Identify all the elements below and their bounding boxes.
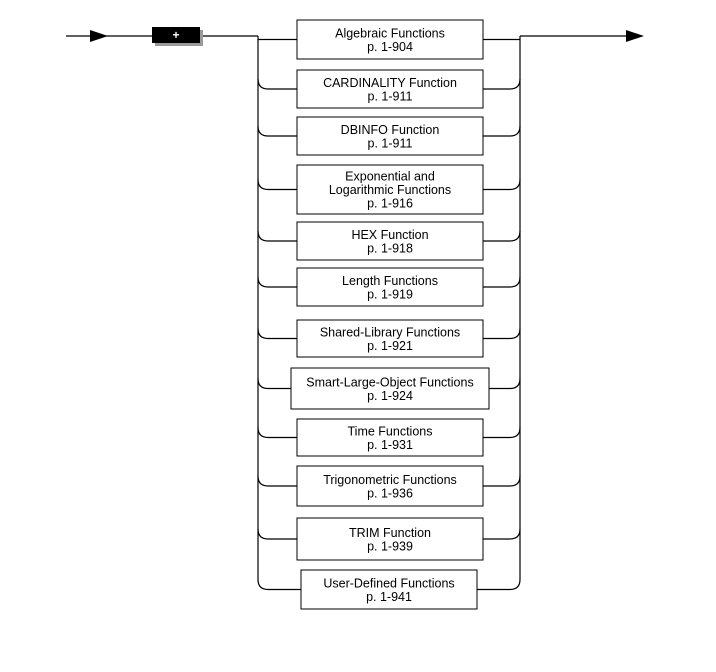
option-box-frame xyxy=(296,517,484,561)
option-box-frame xyxy=(296,69,484,109)
option-page-ref: p. 1-921 xyxy=(367,339,413,353)
branch-connector-right xyxy=(483,427,521,439)
entry-badge-label: + xyxy=(172,28,179,42)
option-page-ref: p. 1-919 xyxy=(367,287,413,301)
branch-connector-left xyxy=(257,475,297,487)
branch-connector-right xyxy=(483,230,521,242)
option-page-ref: p. 1-904 xyxy=(367,40,413,54)
branch-connector-left xyxy=(257,78,297,90)
option-label: Exponential and xyxy=(345,170,435,184)
option-page-ref: p. 1-931 xyxy=(367,438,413,452)
option-box-frame xyxy=(296,221,484,261)
option-label: Smart-Large-Object Functions xyxy=(306,375,473,389)
option-page-ref: p. 1-911 xyxy=(368,89,413,103)
option-box-frame xyxy=(290,367,490,410)
exit-arrow-icon xyxy=(626,30,644,42)
branch-connector-right xyxy=(483,328,521,340)
branch-connector-left xyxy=(257,125,297,137)
option-page-ref: p. 1-918 xyxy=(367,241,413,255)
branch-connector-left xyxy=(257,427,297,439)
entry-badge: + xyxy=(152,27,203,46)
option-label: Length Functions xyxy=(342,274,438,288)
option-box-frame xyxy=(296,319,484,358)
branch-connector-right xyxy=(483,528,521,540)
option-label: User-Defined Functions xyxy=(323,576,454,590)
option-label: Shared-Library Functions xyxy=(320,325,460,339)
option-box-frame xyxy=(296,19,484,60)
option-box-frame xyxy=(296,267,484,307)
option-box-frame xyxy=(300,569,478,610)
branch-connector-right xyxy=(483,276,521,288)
branch-connector-right xyxy=(477,579,521,591)
option-label: Algebraic Functions xyxy=(335,26,445,40)
option-page-ref: p. 1-936 xyxy=(367,486,413,500)
branch-connector-left xyxy=(257,579,301,591)
branch-connector-left xyxy=(257,378,291,390)
branch-connector-left xyxy=(257,328,297,340)
option-label: CARDINALITY Function xyxy=(323,76,457,90)
branch-rails xyxy=(257,36,521,591)
option-box-frame xyxy=(296,164,484,215)
entry-arrow-icon xyxy=(90,30,108,42)
branch-connector-right xyxy=(483,78,521,90)
option-label: Time Functions xyxy=(348,424,433,438)
option-page-ref: p. 1-916 xyxy=(367,197,413,211)
option-label: DBINFO Function xyxy=(341,123,440,137)
option-label: HEX Function xyxy=(351,228,428,242)
branch-connector-left xyxy=(257,230,297,242)
option-page-ref: p. 1-941 xyxy=(366,590,412,604)
option-page-ref: p. 1-924 xyxy=(367,389,413,403)
branch-connector-right xyxy=(489,378,521,390)
entry-badge-box xyxy=(152,27,200,43)
option-box-frame xyxy=(296,418,484,457)
branch-connector-right xyxy=(483,125,521,137)
branch-connector-left xyxy=(257,179,297,191)
option-page-ref: p. 1-939 xyxy=(367,539,413,553)
option-label: Trigonometric Functions xyxy=(323,473,457,487)
main-path xyxy=(66,30,644,42)
branch-connector-right xyxy=(483,475,521,487)
branch-connector-right xyxy=(483,179,521,191)
branch-connector-left xyxy=(257,528,297,540)
option-label: Logarithmic Functions xyxy=(329,183,451,197)
option-box-frame xyxy=(296,116,484,156)
option-page-ref: p. 1-911 xyxy=(368,136,413,150)
option-box-frame xyxy=(296,465,484,507)
option-label: TRIM Function xyxy=(349,526,431,540)
branch-connector-left xyxy=(257,276,297,288)
